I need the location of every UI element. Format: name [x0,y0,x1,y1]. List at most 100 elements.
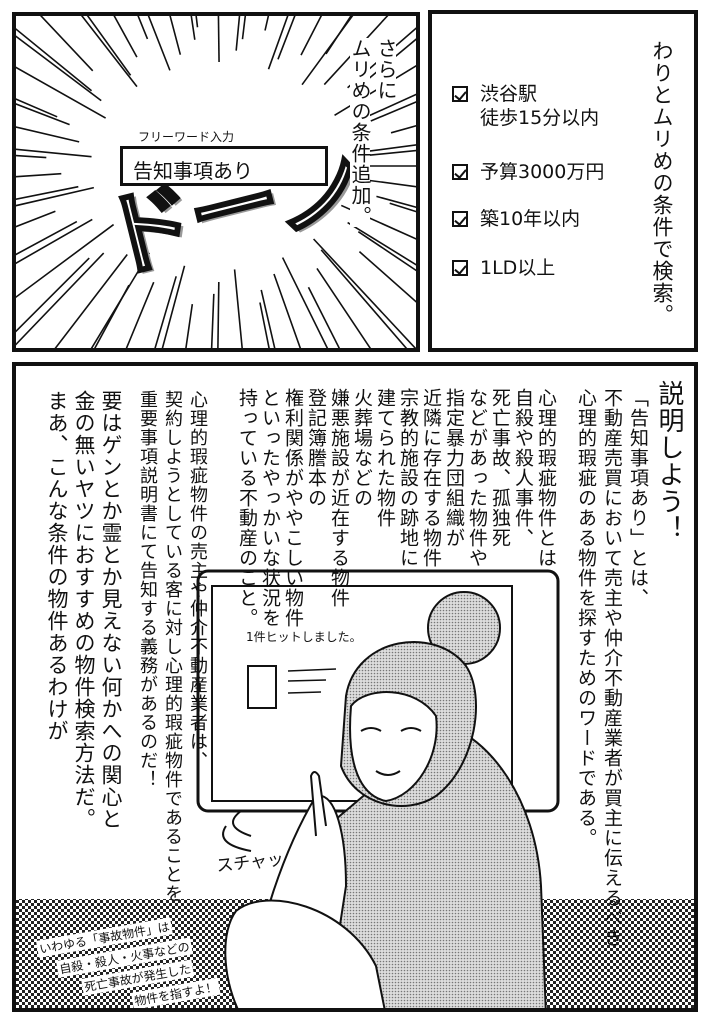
pointing-hand [309,771,327,837]
checkbox-checked-icon[interactable] [452,164,468,180]
speed-line [340,204,416,240]
definition-line: 心理的瑕疵物件とは [535,388,557,568]
face [349,691,438,803]
speed-line [281,257,329,348]
speed-line [370,101,416,122]
condition-item[interactable]: 築10年以内 [452,207,580,231]
free-word-input[interactable]: 告知事項あり [120,146,328,186]
definition-line: 宗教的施設の跡地に [397,388,419,568]
condition-item[interactable]: 1LD以上 [452,256,555,280]
free-word-input-value: 告知事項あり [133,159,253,183]
definition-line: 権利関係がややこしい物件 [282,388,304,628]
definition-line: といったやっかいな状況を [259,388,281,628]
speed-line [16,252,105,346]
speed-line [233,269,243,348]
narration: わりとムリめの条件で検索。 [650,40,674,326]
speed-line [16,172,62,178]
conclusion-line: 金の無いヤツにおすすめの物件検索方法だ。 [72,390,96,830]
speed-line [217,16,220,63]
conclusion-line: 要はゲンとか霊とか見えない何かへの関心と [99,390,123,830]
checkbox-checked-icon[interactable] [452,260,468,276]
condition-label: 1LD以上 [480,257,556,279]
speed-line [323,16,389,86]
intro-line: 不動産売買において売主や仲介不動産業者が買主に伝えるべき [601,388,623,948]
narration-line: さらに [374,38,398,101]
knee [224,899,386,1008]
speed-line [364,179,416,188]
speed-line [16,185,79,201]
speed-line [147,16,171,71]
definition-line: 指定暴力団組織が [443,388,465,548]
speed-line [307,286,341,348]
speed-line [365,149,416,157]
speed-line [16,223,115,299]
speed-line [260,289,276,348]
speed-line [16,148,92,158]
speed-line [354,93,416,123]
condition-item[interactable]: 渋谷駅 徒歩15分以内 [452,82,599,130]
screen-message: 1件ヒットしました。 [246,630,362,644]
definition-line: 持っている不動産のこと。 [236,388,258,628]
obligation-line: 心理的瑕疵物件の売主や仲介不動産業者は、 [187,390,208,770]
speed-line [349,144,416,155]
speed-line [90,252,151,348]
speed-line [273,273,302,348]
condition-item[interactable]: 予算3000万円 [452,160,604,184]
speed-line [16,98,58,118]
result-thumbnail [247,665,277,709]
narration-line: ムリめの条件追加。 [348,38,372,227]
speed-line [16,103,70,126]
speed-line [217,281,220,348]
speed-line [16,66,107,119]
definition-line: などがあった物件や [466,388,488,568]
speed-line [16,218,93,265]
intro-line: 心理的瑕疵のある物件を探すためのワードである。 [575,388,597,848]
speed-line [241,16,247,40]
speed-line [313,238,416,348]
speed-line [86,16,132,76]
speed-line [94,284,130,348]
speed-line [125,281,155,348]
speed-line [301,16,354,86]
speed-line [161,265,186,348]
condition-label: 渋谷駅 [480,83,538,105]
heading: 説明しよう！ [654,380,684,542]
speed-line [358,251,416,303]
speed-line [316,267,372,348]
panel-search-conditions: わりとムリめの条件で検索。 渋谷駅 徒歩15分以内 予算3000万円 築10年以… [428,10,698,352]
definition-line: 死亡事故、孤独死 [489,388,511,548]
speed-line [235,16,241,51]
checkbox-checked-icon[interactable] [452,86,468,102]
speed-line [16,28,93,92]
speed-line [154,276,177,348]
checkbox-checked-icon[interactable] [452,211,468,227]
definition-line: 自殺や殺人事件、 [512,388,534,548]
panel-explanation: 説明しよう！ 「告知事項あり」とは、 不動産売買において売主や仲介不動産業者が買… [12,362,698,1012]
intro-line: 「告知事項あり」とは、 [627,388,649,608]
speed-line [357,230,416,272]
speed-line [16,257,90,333]
character-illustration [16,569,694,1008]
speed-line [81,16,138,88]
speed-line [210,293,215,348]
speed-line [325,16,352,55]
conclusion-line: まあ、こんな条件の物件あるわけが [45,390,69,742]
speed-line [39,16,94,72]
speed-line [259,302,270,348]
definition-line: 嫌悪施設が近在する物件 [328,388,350,608]
obligation-line: 重要事項説明書にて告知する義務があるのだ！ [137,390,158,789]
condition-label: 徒歩15分以内 [480,107,600,129]
speed-line [16,35,102,102]
speed-line [389,202,416,213]
definition-line: 登記簿謄本の [305,388,327,508]
speed-line [54,253,128,348]
speed-line [16,220,78,256]
speed-line [267,16,289,70]
speed-line [320,249,408,348]
obligation-line: 契約しようとしている客に対し心理的瑕疵物件であることを [162,390,183,903]
speed-line [347,221,416,266]
panel-search-keyword: ドーン フリーワード入力 告知事項あり さらに ムリめの条件追加。 [12,12,420,352]
condition-label: 予算3000万円 [480,161,605,183]
speed-line [16,126,80,143]
speed-line [16,186,95,207]
